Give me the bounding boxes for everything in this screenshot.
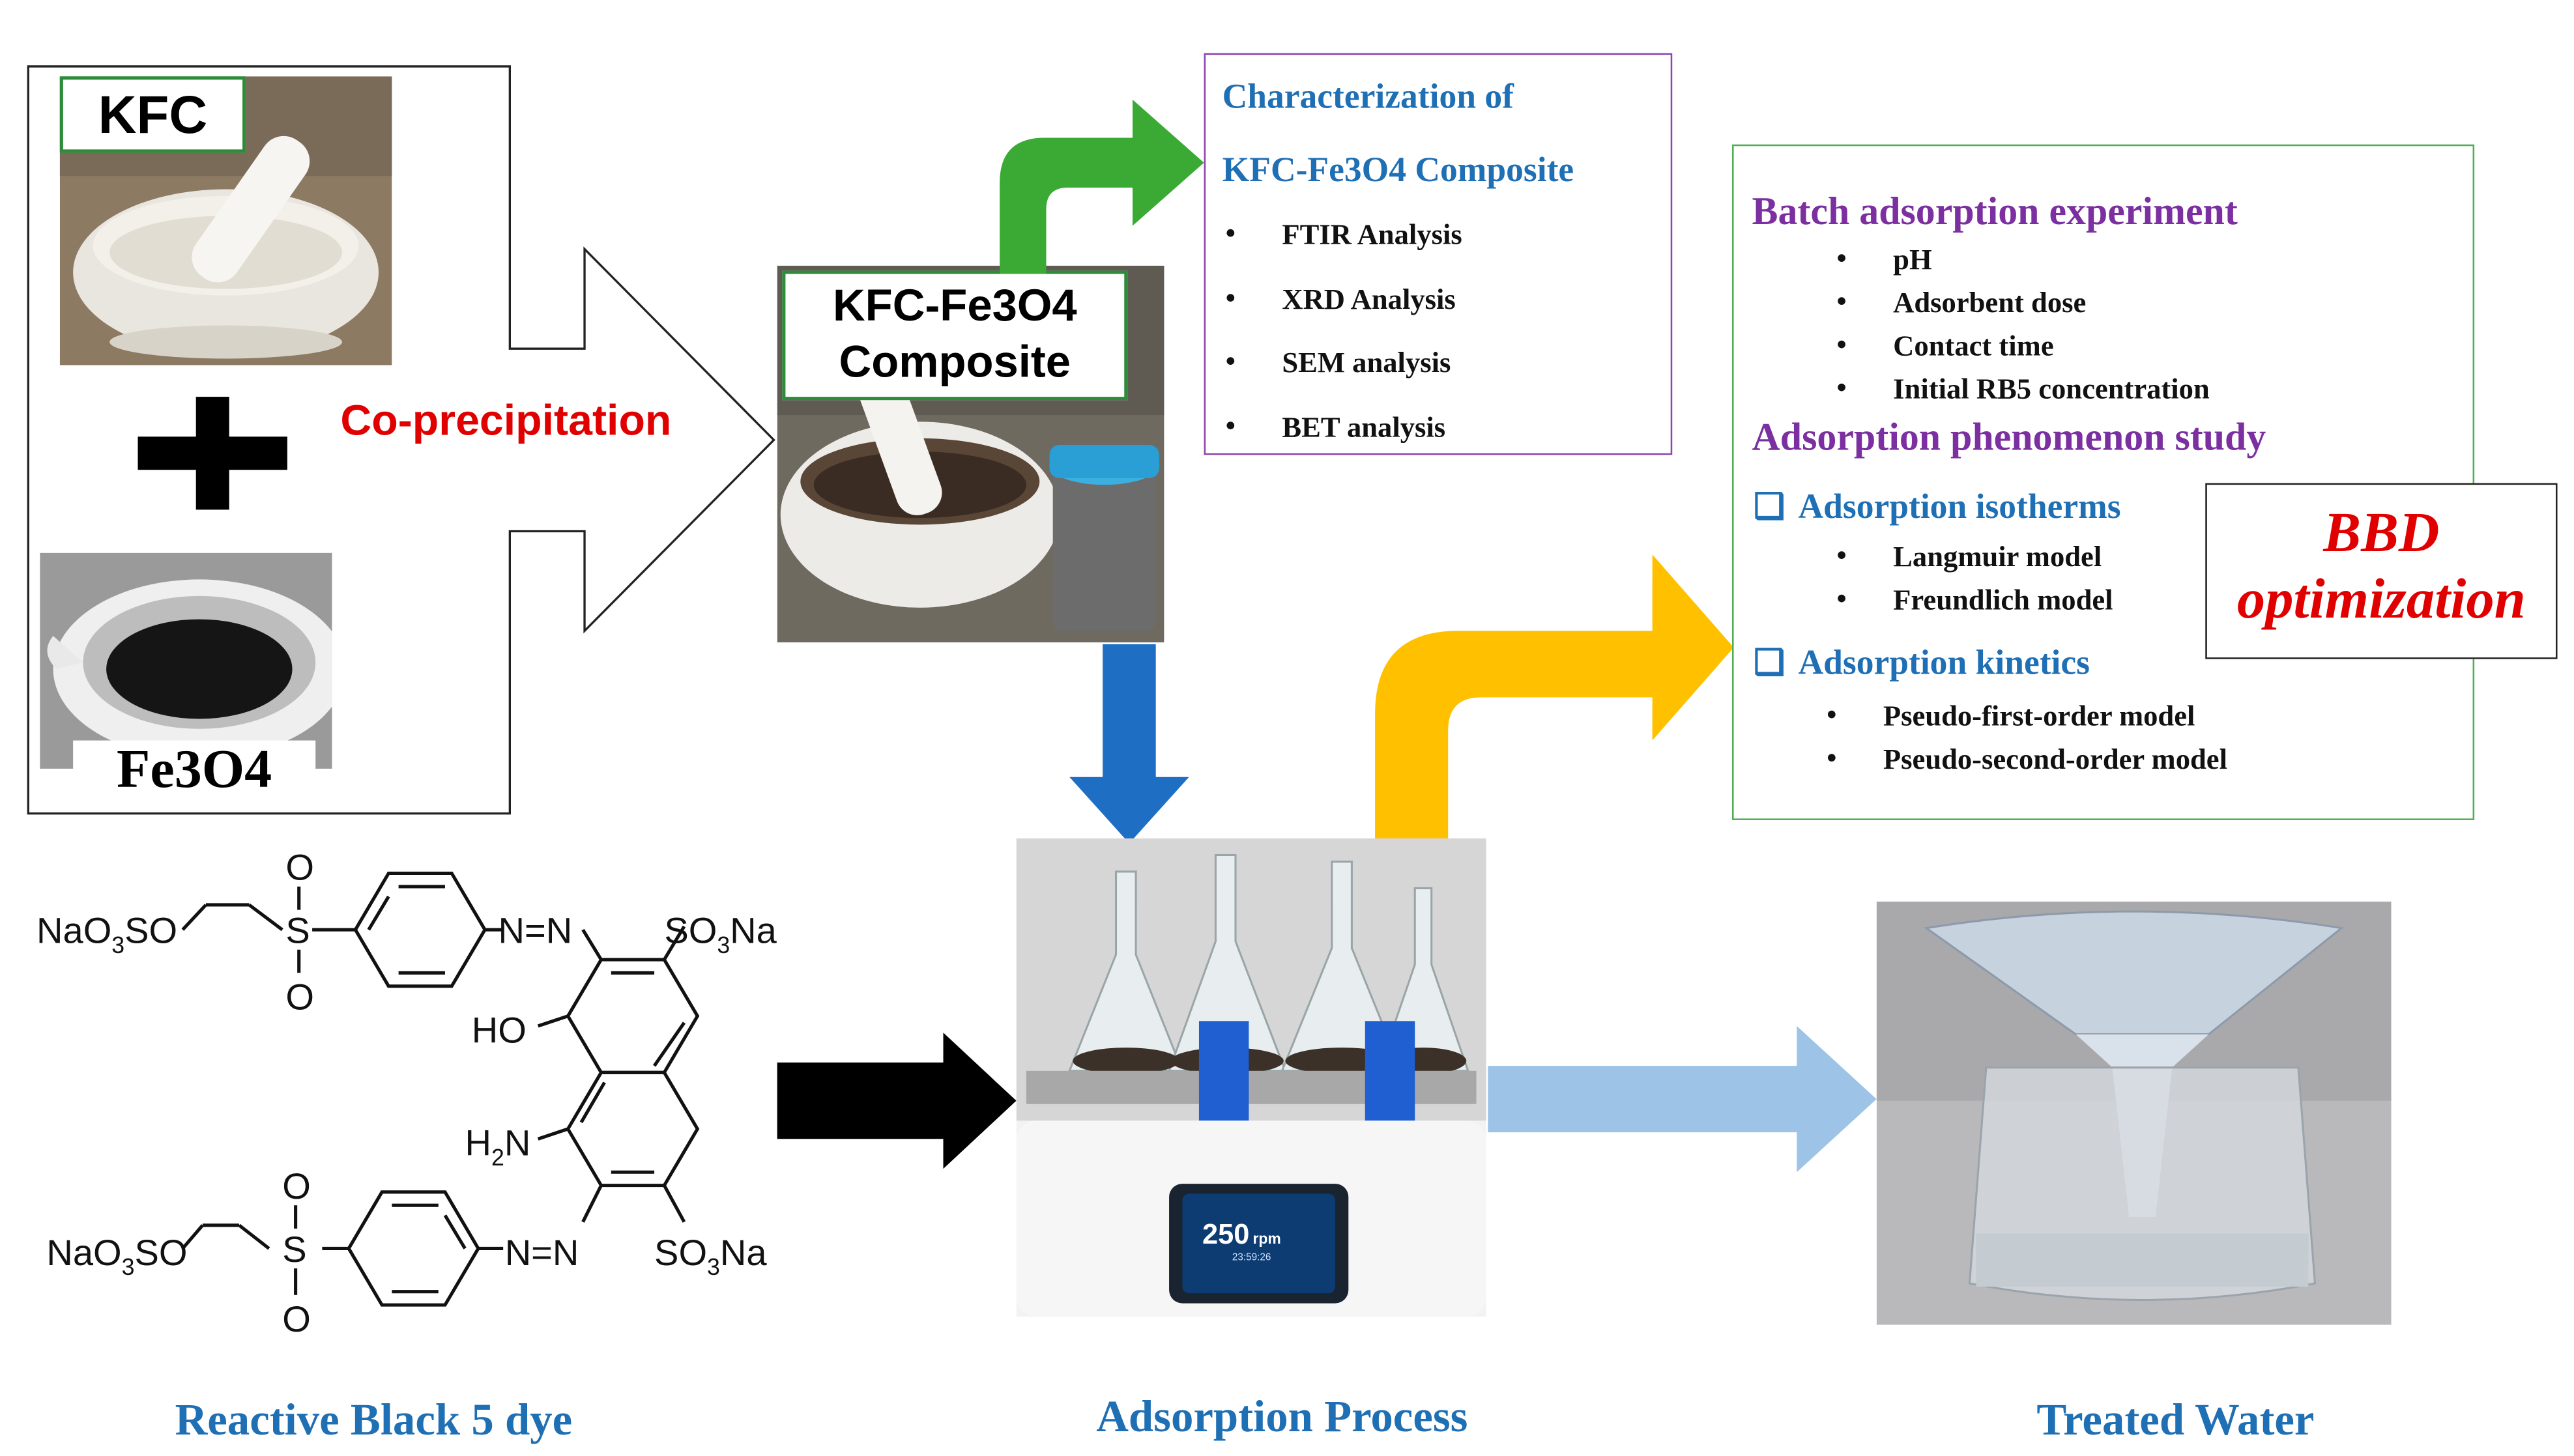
list-item: •Contact time [1836, 328, 2054, 362]
characterization-title-line2: KFC-Fe3O4 Composite [1222, 149, 1574, 190]
svg-text:NaO3SO: NaO3SO [46, 1232, 187, 1280]
svg-text:O: O [285, 847, 314, 888]
green-arrow [1000, 99, 1204, 274]
isotherms-heading: ❑Adsorption isotherms [1754, 486, 2121, 526]
yellow-arrow [1375, 554, 1734, 850]
kinetics-list: •Pseudo-first-order model •Pseudo-second… [1827, 698, 2228, 786]
process-label: Co-precipitation [340, 395, 672, 445]
list-item: •XRD Analysis [1225, 281, 1456, 315]
fe3o4-photo [40, 552, 332, 769]
characterization-panel: Characterization of KFC-Fe3O4 Composite … [1204, 53, 1673, 455]
characterization-title-line1: Characterization of [1222, 76, 1514, 117]
svg-text:S: S [282, 1229, 306, 1270]
composite-label: KFC-Fe3O4 Composite [782, 270, 1128, 401]
plus-icon [137, 397, 287, 510]
svg-text:S: S [285, 910, 310, 951]
shaker-speed: 250 [1202, 1218, 1250, 1251]
svg-text:O: O [285, 976, 314, 1017]
kinetics-heading: ❑Adsorption kinetics [1754, 642, 2090, 683]
batch-parameter-list: •pH •Adsorbent dose •Contact time •Initi… [1836, 242, 2210, 415]
shaker-time: 23:59:26 [1232, 1253, 1271, 1264]
svg-text:O: O [282, 1165, 311, 1206]
light-blue-arrow [1488, 1025, 1877, 1173]
svg-text:N=N: N=N [499, 910, 573, 951]
svg-text:O: O [282, 1298, 311, 1339]
black-arrow [777, 1033, 1017, 1169]
blue-arrow [1069, 644, 1189, 844]
water-caption: Treated Water [2036, 1394, 2315, 1445]
list-item: •SEM analysis [1225, 345, 1451, 379]
shaker-unit: rpm [1252, 1230, 1281, 1247]
dye-caption: Reactive Black 5 dye [175, 1394, 573, 1445]
list-item: •Pseudo-second-order model [1827, 742, 2228, 776]
list-item: •BET analysis [1225, 409, 1446, 443]
list-item: •FTIR Analysis [1225, 217, 1462, 251]
list-item: •Adsorbent dose [1836, 285, 2087, 319]
dye-structure: NaO3SO S O O N=N SO3Na HO H2N N=N SO3Na … [36, 847, 777, 1339]
batch-title: Batch adsorption experiment [1752, 191, 2238, 235]
svg-text:SO3Na: SO3Na [654, 1232, 767, 1280]
batch-panel: Batch adsorption experiment •pH •Adsorbe… [1731, 144, 2475, 820]
checkbox-icon: ❑ [1754, 486, 1786, 526]
list-item: •Pseudo-first-order model [1827, 698, 2195, 732]
svg-text:HO: HO [472, 1009, 527, 1050]
list-item: •Langmuir model [1836, 539, 2102, 573]
shaker-photo [1016, 838, 1486, 1317]
list-item: •Freundlich model [1836, 582, 2113, 616]
kfc-label: KFC [59, 76, 246, 153]
process-caption: Adsorption Process [1096, 1391, 1468, 1442]
phenomenon-title: Adsorption phenomenon study [1752, 416, 2266, 460]
bbd-optimization-box: BBD optimization [2205, 483, 2558, 659]
treated-water-photo [1876, 901, 2392, 1325]
svg-text:SO3Na: SO3Na [664, 910, 777, 958]
fe3o4-label: Fe3O4 [73, 740, 316, 801]
list-item: •pH [1836, 242, 1932, 276]
checkbox-icon: ❑ [1754, 642, 1786, 683]
list-item: •Initial RB5 concentration [1836, 371, 2210, 405]
svg-text:N=N: N=N [505, 1232, 579, 1273]
svg-text:H2N: H2N [465, 1122, 531, 1171]
svg-text:NaO3SO: NaO3SO [36, 910, 177, 958]
characterization-list: •FTIR Analysis •XRD Analysis •SEM analys… [1225, 217, 1462, 473]
isotherm-list: •Langmuir model •Freundlich model [1836, 539, 2113, 626]
kfc-photo [59, 76, 392, 365]
